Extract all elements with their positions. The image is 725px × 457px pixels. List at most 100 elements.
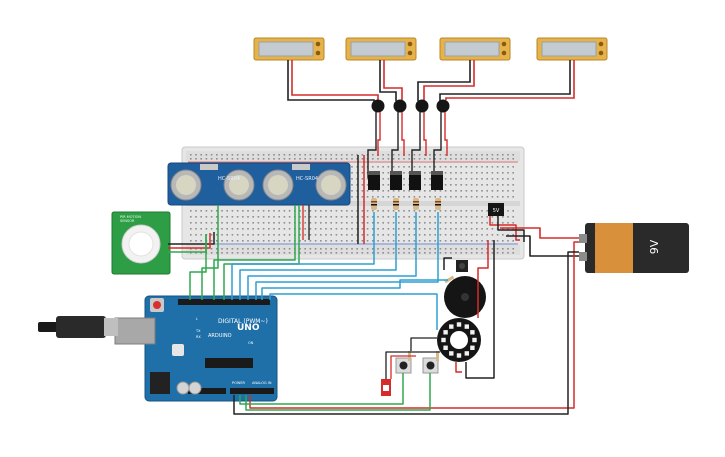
breadboard-hole bbox=[455, 172, 457, 174]
breadboard-hole bbox=[320, 248, 322, 250]
breadboard-hole bbox=[283, 240, 286, 242]
breadboard-hole bbox=[476, 172, 478, 174]
breadboard-hole bbox=[387, 248, 390, 250]
breadboard-hole bbox=[247, 252, 249, 254]
reset-button-icon[interactable] bbox=[153, 301, 161, 309]
breadboard-hole bbox=[278, 158, 280, 160]
breadboard-hole bbox=[450, 158, 452, 160]
arduino-led-tx: TX bbox=[195, 329, 201, 333]
breadboard-hole bbox=[366, 252, 369, 254]
breadboard-hole bbox=[216, 216, 218, 218]
breadboard-hole bbox=[450, 210, 452, 212]
breadboard-hole bbox=[299, 158, 301, 160]
breadboard-hole bbox=[283, 158, 286, 160]
breadboard-hole bbox=[330, 252, 332, 254]
breadboard-hole bbox=[221, 154, 223, 156]
breadboard-hole bbox=[486, 234, 488, 236]
breadboard-hole bbox=[398, 234, 400, 236]
breadboard-hole bbox=[330, 210, 332, 212]
breadboard-hole bbox=[486, 178, 488, 180]
breadboard-hole bbox=[216, 154, 218, 156]
breadboard-hole bbox=[486, 154, 488, 156]
breadboard-hole bbox=[242, 248, 244, 250]
breadboard-hole bbox=[382, 248, 384, 250]
breadboard-hole bbox=[273, 234, 275, 236]
motor-wires bbox=[287, 60, 575, 104]
breadboard-hole bbox=[470, 172, 473, 174]
breadboard-hole bbox=[314, 248, 317, 250]
breadboard-hole bbox=[335, 248, 338, 250]
breadboard-hole bbox=[512, 158, 514, 160]
breadboard-hole bbox=[288, 210, 291, 212]
breadboard-hole bbox=[309, 228, 312, 230]
breadboard-hole bbox=[356, 228, 358, 230]
neopixel-led bbox=[470, 345, 475, 350]
breadboard-hole bbox=[231, 222, 234, 224]
breadboard-hole bbox=[450, 172, 452, 174]
breadboard-hole bbox=[236, 234, 239, 236]
breadboard-hole bbox=[210, 158, 213, 160]
breadboard-hole bbox=[221, 158, 223, 160]
breadboard-hole bbox=[278, 234, 280, 236]
breadboard-hole bbox=[195, 240, 197, 242]
breadboard-hole bbox=[262, 210, 265, 212]
breadboard-hole bbox=[476, 190, 478, 192]
breadboard-hole bbox=[512, 234, 514, 236]
breadboard-hole bbox=[481, 240, 483, 242]
breadboard-hole bbox=[299, 216, 301, 218]
breadboard-hole bbox=[210, 210, 213, 212]
breadboard-hole bbox=[476, 222, 478, 224]
breadboard-hole bbox=[486, 222, 488, 224]
breadboard-hole bbox=[382, 178, 384, 180]
pushbutton-2[interactable] bbox=[422, 357, 439, 374]
breadboard-hole bbox=[481, 216, 483, 218]
breadboard-hole bbox=[424, 154, 426, 156]
breadboard-hole bbox=[439, 216, 442, 218]
breadboard-hole bbox=[460, 190, 462, 192]
breadboard-hole bbox=[247, 228, 249, 230]
breadboard-hole bbox=[470, 154, 473, 156]
breadboard-hole bbox=[450, 216, 452, 218]
breadboard-hole bbox=[356, 158, 358, 160]
breadboard-hole bbox=[460, 216, 462, 218]
breadboard-hole bbox=[366, 178, 369, 180]
breadboard-hole bbox=[257, 240, 260, 242]
breadboard-hole bbox=[392, 234, 395, 236]
breadboard-hole bbox=[434, 252, 436, 254]
breadboard-hole bbox=[429, 252, 431, 254]
breadboard-hole bbox=[236, 222, 239, 224]
breadboard-hole bbox=[470, 178, 473, 180]
breadboard-hole bbox=[398, 166, 400, 168]
pushbutton-1[interactable] bbox=[395, 357, 412, 374]
breadboard-hole bbox=[455, 222, 457, 224]
breadboard-hole bbox=[486, 172, 488, 174]
breadboard-hole bbox=[372, 166, 374, 168]
breadboard-hole bbox=[413, 210, 416, 212]
switch-icon[interactable] bbox=[381, 379, 391, 396]
breadboard-hole bbox=[439, 234, 442, 236]
breadboard-hole bbox=[288, 228, 291, 230]
breadboard-hole bbox=[382, 240, 384, 242]
breadboard-hole bbox=[444, 248, 447, 250]
breadboard-hole bbox=[434, 210, 436, 212]
breadboard-hole bbox=[491, 172, 494, 174]
breadboard-hole bbox=[502, 190, 504, 192]
breadboard-hole bbox=[387, 216, 390, 218]
breadboard-hole bbox=[403, 252, 405, 254]
breadboard-hole bbox=[476, 184, 478, 186]
breadboard-hole bbox=[356, 178, 358, 180]
small-sensor bbox=[456, 260, 468, 272]
breadboard-hole bbox=[382, 158, 384, 160]
breadboard-hole bbox=[278, 216, 280, 218]
breadboard-hole bbox=[424, 166, 426, 168]
ultrasonic-label-2: HC-SR04 bbox=[296, 176, 318, 182]
breadboard-hole bbox=[439, 222, 442, 224]
breadboard-hole bbox=[507, 222, 509, 224]
breadboard-hole bbox=[481, 196, 483, 198]
breadboard-hole bbox=[262, 158, 265, 160]
breadboard-hole bbox=[512, 166, 514, 168]
breadboard-hole bbox=[268, 210, 270, 212]
breadboard-hole bbox=[403, 184, 405, 186]
breadboard-hole bbox=[413, 240, 416, 242]
breadboard-hole bbox=[418, 228, 421, 230]
